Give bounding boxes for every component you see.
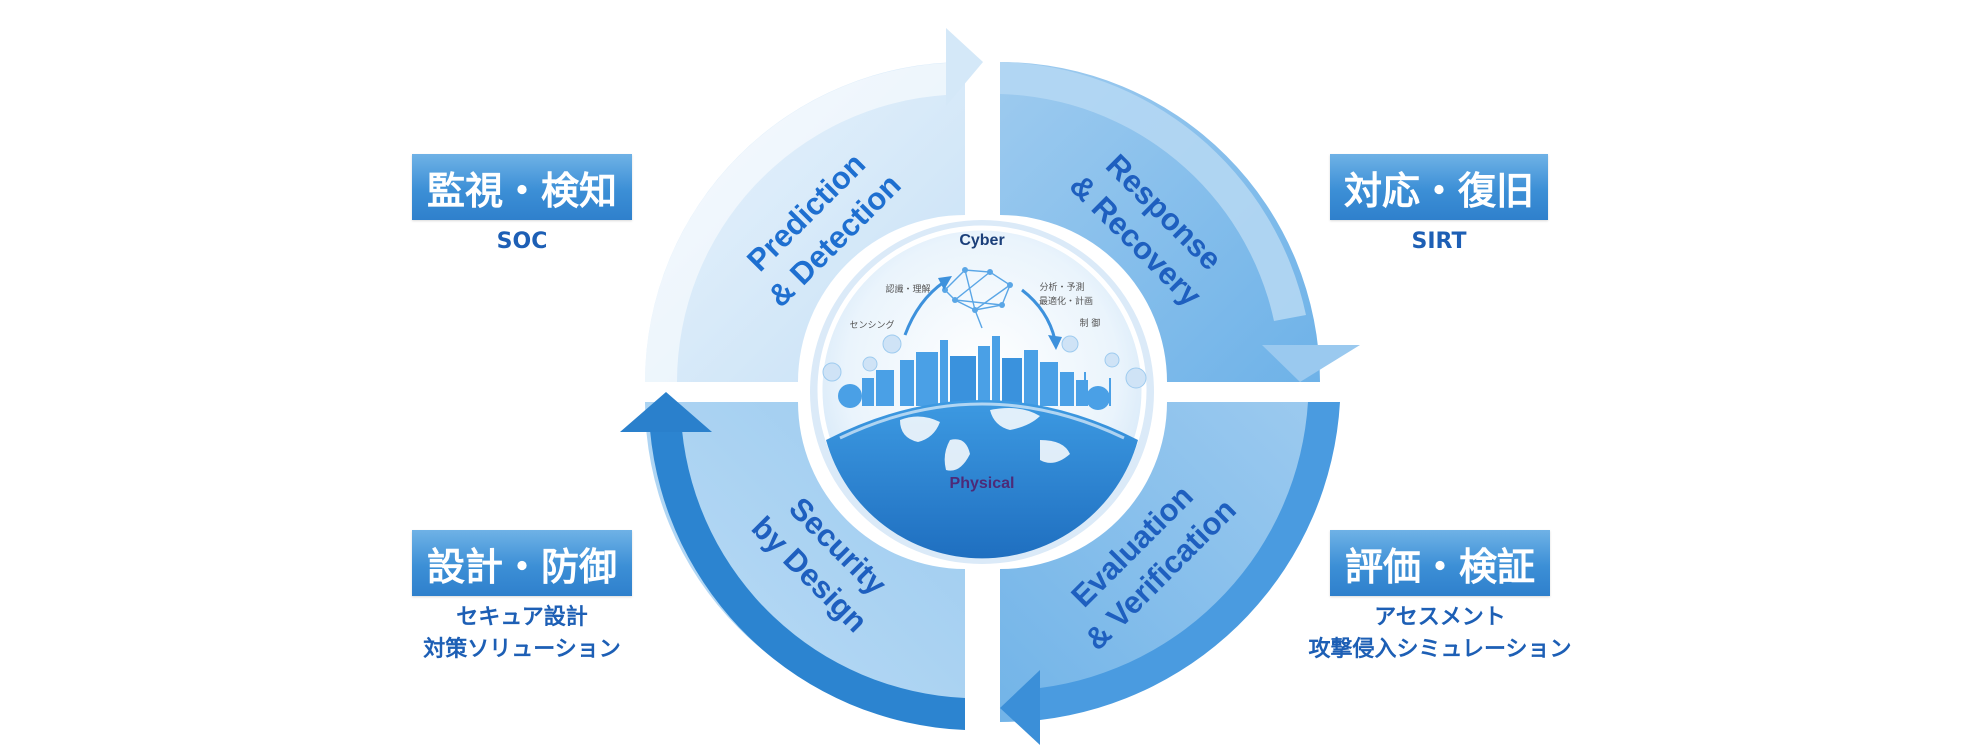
continents-icon — [900, 408, 1070, 471]
label-sub-countermeasure: 対策ソリューション — [423, 637, 621, 662]
sector-top-right — [1000, 62, 1320, 382]
brain-network-icon — [942, 267, 1013, 329]
arrow-head-top-right — [1262, 345, 1360, 382]
arrow-band-top-right — [1000, 62, 1306, 321]
note-analysis: 分析・予測 — [1039, 281, 1084, 293]
label-box-monitoring: 監視・検知 — [412, 154, 632, 220]
data-bubbles-icon — [822, 334, 1147, 389]
earth-highlight-icon — [839, 402, 1125, 440]
label-box-design: 設計・防御 — [412, 530, 632, 596]
note-optimization: 最適化・計画 — [1039, 295, 1093, 307]
arrow-band-top-left — [645, 63, 946, 382]
note-control: 制 御 — [1080, 317, 1101, 329]
label-sub-soc: SOC — [496, 229, 548, 254]
center-physical-label: Physical — [950, 475, 1015, 492]
note-sensing: センシング — [849, 319, 894, 331]
label-sub-monitoring: SOC — [412, 226, 632, 258]
label-sub-assessment: アセスメント — [1374, 605, 1506, 630]
label-sub-design: セキュア設計 対策ソリューション — [392, 602, 652, 666]
sector-bottom-left — [645, 402, 965, 722]
sector-bottom-right — [1000, 402, 1320, 722]
label-sub-attack-simulation: 攻撃侵入シミュレーション — [1308, 637, 1572, 662]
arrow-band-bottom-left — [650, 430, 965, 730]
label-sub-response: SIRT — [1330, 226, 1548, 258]
label-sub-sirt: SIRT — [1411, 229, 1467, 254]
sensing-arrow-icon — [903, 280, 945, 336]
control-arrow-icon — [1021, 288, 1057, 341]
city-skyline-icon — [838, 336, 1111, 410]
center-cyber-label: Cyber — [959, 232, 1004, 249]
label-box-response: 対応・復旧 — [1330, 154, 1548, 220]
control-arrowhead-icon — [1048, 335, 1062, 350]
arrow-head-top-left — [946, 28, 983, 106]
arrow-head-bottom-right — [1000, 670, 1040, 745]
sensing-arrowhead-icon — [938, 276, 952, 290]
earth-globe-icon — [826, 400, 1138, 559]
label-sub-evaluation: アセスメント 攻撃侵入シミュレーション — [1290, 602, 1590, 666]
note-recognition: 認識・理解 — [885, 283, 930, 295]
label-sub-secure-design: セキュア設計 — [456, 605, 588, 630]
arrow-band-bottom-right — [1040, 402, 1340, 720]
arrow-head-bottom-left — [620, 392, 712, 432]
sector-top-left — [645, 62, 965, 382]
label-box-evaluation: 評価・検証 — [1330, 530, 1550, 596]
